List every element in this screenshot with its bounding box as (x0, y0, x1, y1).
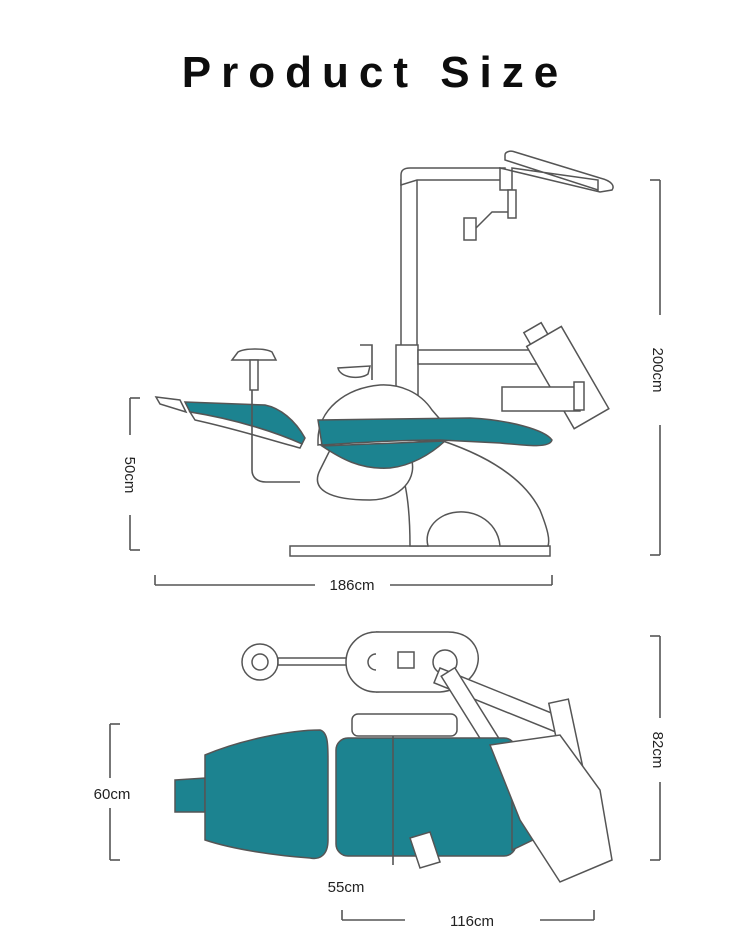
side-view-chair (154, 150, 614, 557)
seat-height-label: 50cm (121, 457, 138, 494)
top-view-chair (174, 631, 613, 883)
height-dimension-line (650, 179, 661, 556)
seat-height-dimension-line (129, 397, 140, 551)
base-width-label: 116cm (450, 913, 494, 930)
length-label: 186cm (329, 577, 374, 594)
page-title: Product Size (181, 48, 569, 97)
base-width-dimension-line (341, 910, 595, 921)
seat-section-label: 55cm (328, 879, 365, 896)
seat-width-dimension-line (109, 723, 120, 861)
height-label: 200cm (649, 347, 666, 392)
seat-width-label: 60cm (94, 786, 131, 803)
depth-label: 82cm (649, 732, 666, 769)
length-dimension-line (154, 575, 553, 586)
depth-dimension-line (650, 635, 661, 861)
